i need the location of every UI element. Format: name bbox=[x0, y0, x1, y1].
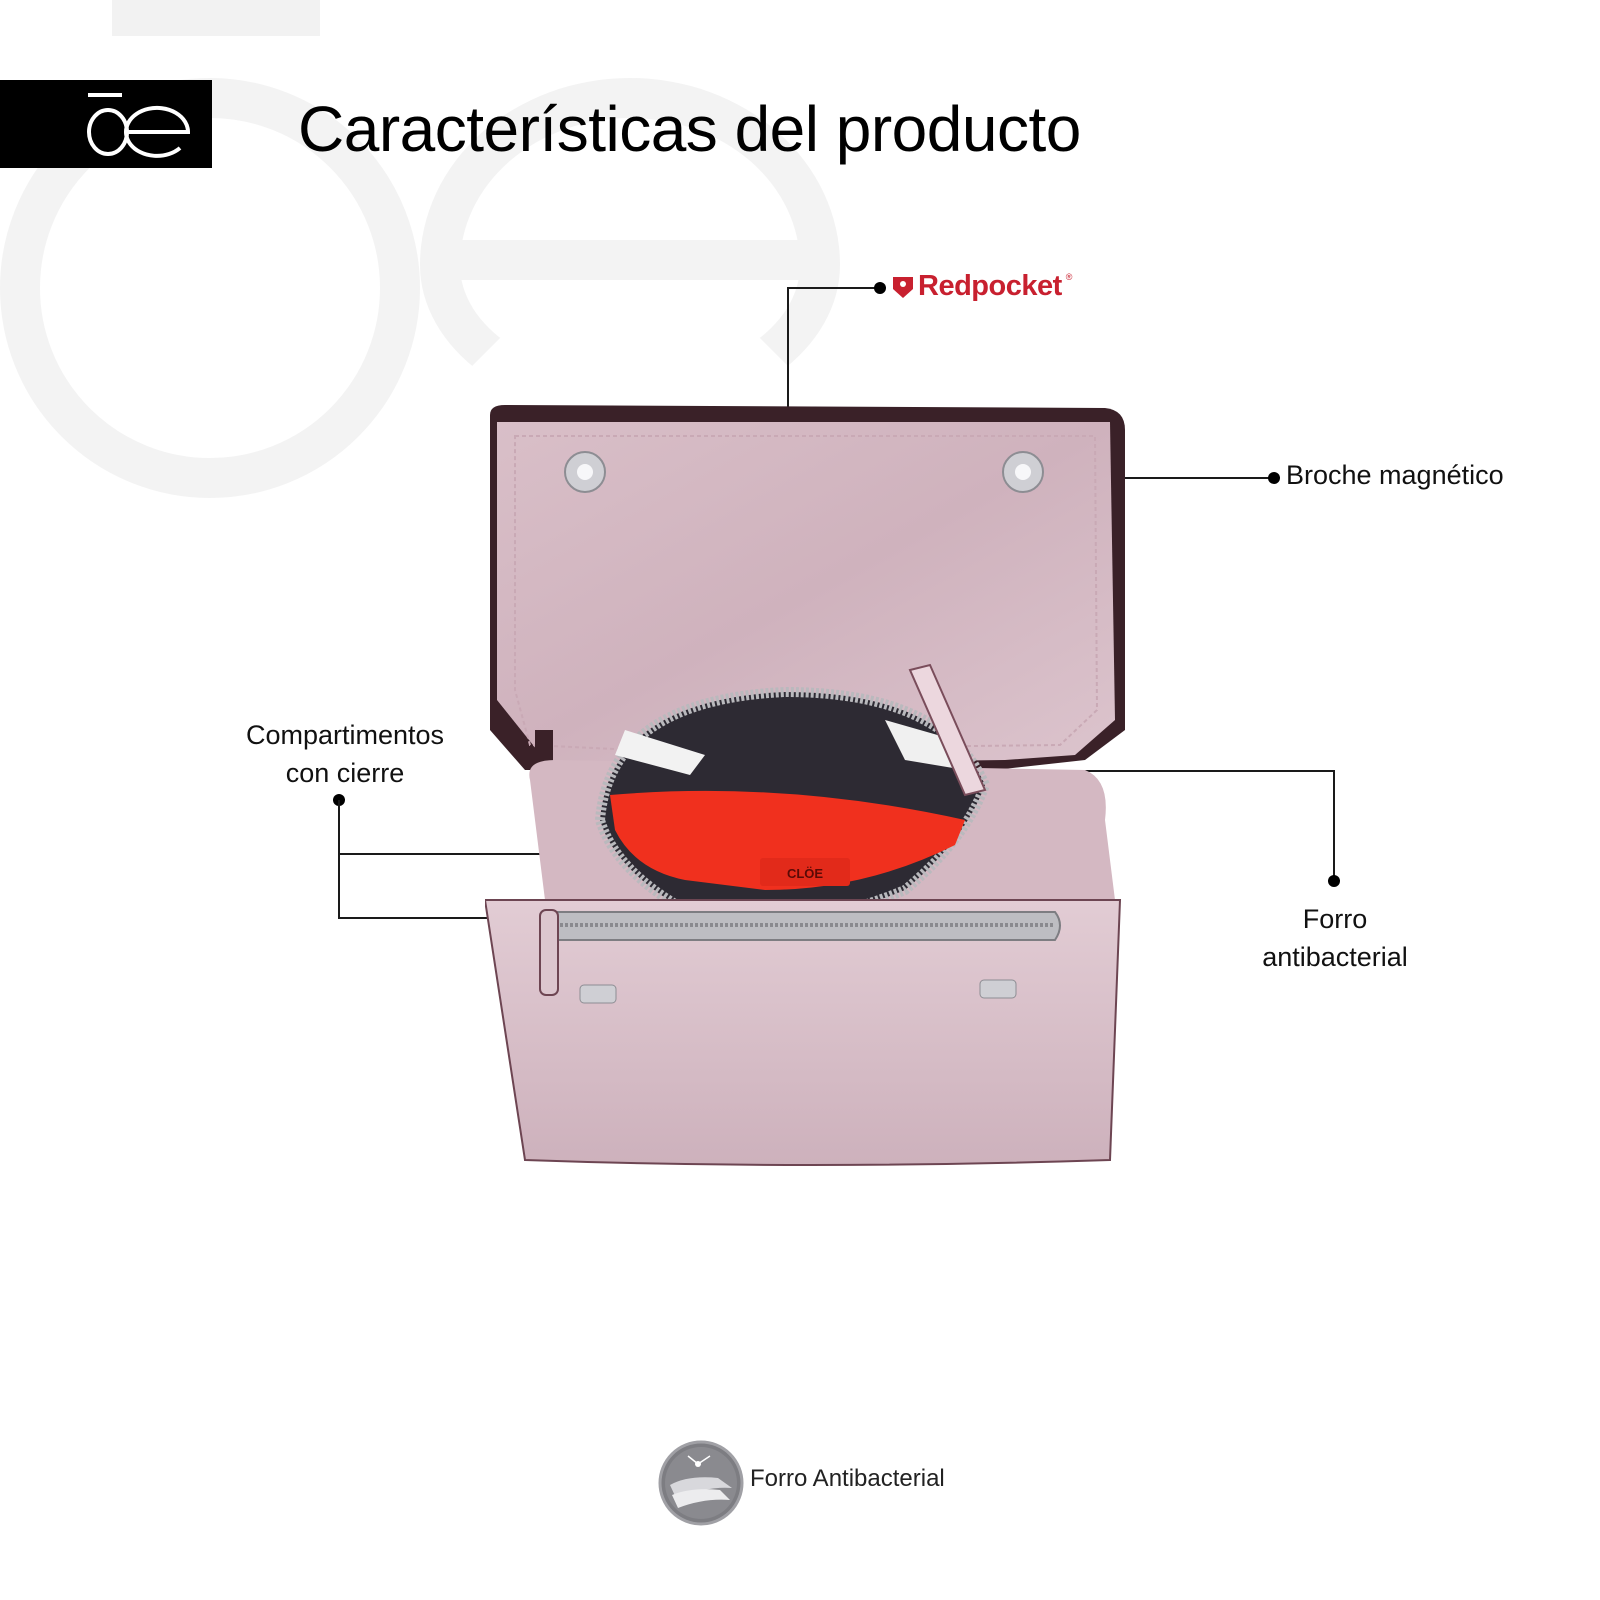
lining-dot bbox=[1328, 875, 1340, 887]
lining-line2: antibacterial bbox=[1262, 942, 1408, 972]
redpocket-badge: Redpocket ® bbox=[892, 270, 1072, 303]
antibacterial-lining-label: Forro Antibacterial bbox=[750, 1465, 945, 1492]
lining-connector bbox=[910, 770, 1335, 772]
magnetic-clasp-connector bbox=[1045, 477, 1273, 479]
zip-compartments-label: Compartimentos con cierre bbox=[220, 716, 470, 792]
redpocket-connector bbox=[787, 287, 879, 289]
lining-line1: Forro bbox=[1302, 904, 1368, 934]
zip-compartments-line2: con cierre bbox=[285, 758, 405, 788]
product-image: CLÖE bbox=[485, 405, 1125, 1166]
lining-label: Forro antibacterial bbox=[1230, 900, 1440, 976]
zip-compartments-connector-vertical bbox=[338, 800, 340, 919]
inner-tag-label: CLÖE bbox=[787, 866, 823, 881]
oe-logo-icon bbox=[87, 93, 191, 158]
zip-compartments-connector-lower bbox=[338, 917, 570, 919]
magnetic-clasp-label: Broche magnético bbox=[1286, 460, 1504, 490]
page-title: Características del producto bbox=[298, 93, 1081, 165]
zip-compartments-connector-upper bbox=[338, 853, 658, 855]
magnetic-clasp-dot bbox=[1268, 472, 1280, 484]
watermark-e-bar bbox=[450, 240, 830, 280]
antibacterial-lining-icon bbox=[658, 1440, 744, 1526]
redpocket-dot bbox=[874, 282, 886, 294]
lining-connector-vertical bbox=[1333, 770, 1335, 880]
registered-mark: ® bbox=[1065, 271, 1073, 282]
shield-icon bbox=[893, 276, 913, 298]
redpocket-label: Redpocket bbox=[918, 270, 1062, 302]
watermark-bar bbox=[112, 0, 320, 36]
zip-compartments-line1: Compartimentos bbox=[245, 720, 445, 750]
